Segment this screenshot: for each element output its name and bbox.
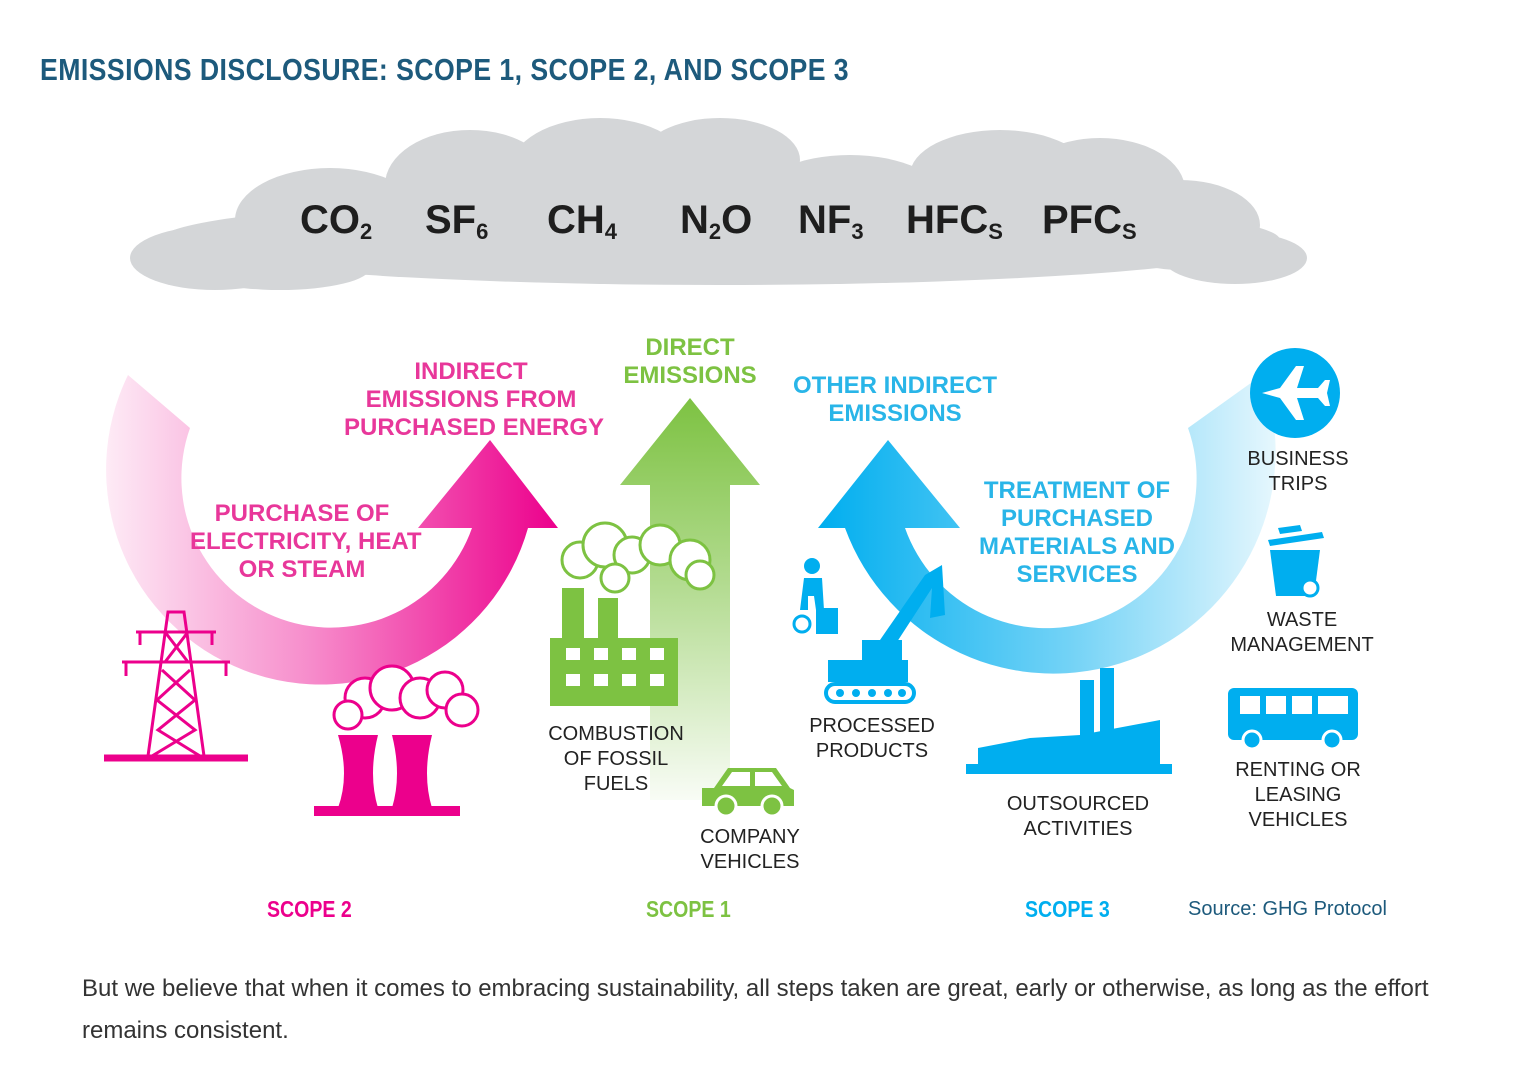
scope2-heading-line: PURCHASED ENERGY <box>344 414 605 441</box>
processed-products-label-line: PRODUCTS <box>815 740 929 762</box>
excavator-icon <box>824 565 945 704</box>
gas-formula: NF3 <box>798 198 864 244</box>
scope3-heading: OTHER INDIRECT EMISSIONS <box>790 372 1000 428</box>
scope2-heading-line: EMISSIONS FROM <box>365 386 577 413</box>
source-citation: Source: GHG Protocol <box>1188 898 1387 920</box>
cooling-tower-icon <box>314 664 480 816</box>
worker-icon <box>792 558 838 634</box>
combustion-label: COMBUSTION OF FOSSIL FUELS <box>540 722 692 797</box>
gas-formula: SF6 <box>425 198 489 244</box>
company-vehicles-label-line: VEHICLES <box>700 851 800 873</box>
renting-vehicles-label-line: RENTING OR <box>1235 759 1361 781</box>
page-title: EMISSIONS DISCLOSURE: SCOPE 1, SCOPE 2, … <box>40 52 850 87</box>
scope3-heading-line: EMISSIONS <box>828 400 962 427</box>
gas-formula: PFCS <box>1042 198 1137 244</box>
transmission-tower-icon <box>104 610 248 762</box>
trash-bin-icon <box>1268 525 1324 598</box>
scope2-heading-line: INDIRECT <box>414 358 528 385</box>
scope3-label: SCOPE 3 <box>1025 896 1110 922</box>
scope2-inner-text: PURCHASE OF ELECTRICITY, HEAT OR STEAM <box>190 500 422 584</box>
company-vehicles-label: COMPANY VEHICLES <box>690 825 810 875</box>
combustion-label-line: COMBUSTION <box>548 723 684 745</box>
company-vehicles-label-line: COMPANY <box>700 826 800 848</box>
gas-formula: CH4 <box>547 198 618 244</box>
bus-icon <box>1228 688 1358 751</box>
processed-products-label-line: PROCESSED <box>809 715 935 737</box>
scope2-inner-line: ELECTRICITY, HEAT <box>190 528 422 555</box>
waste-management-label: WASTE MANAGEMENT <box>1222 608 1382 658</box>
renting-vehicles-label-line: LEASING <box>1254 784 1342 806</box>
scope2-inner-line: OR STEAM <box>238 556 366 583</box>
gas-formula: N2O <box>680 198 753 244</box>
scope3-inner-text: TREATMENT OF PURCHASED MATERIALS AND SER… <box>975 477 1179 589</box>
airplane-icon <box>1250 348 1340 438</box>
scope2-heading: INDIRECT EMISSIONS FROM PURCHASED ENERGY <box>344 358 605 442</box>
business-trips-label-line: BUSINESS <box>1247 448 1349 470</box>
scope2-inner-line: PURCHASE OF <box>214 500 390 527</box>
outsourced-activities-label: OUTSOURCED ACTIVITIES <box>1000 792 1156 842</box>
gas-formula: HFCS <box>906 198 1003 244</box>
scope3-inner-line: MATERIALS AND <box>979 533 1175 560</box>
scope3-inner-line: PURCHASED <box>1000 505 1153 532</box>
waste-management-label-line: WASTE <box>1266 609 1338 631</box>
scope3-heading-line: OTHER INDIRECT <box>793 372 997 399</box>
outsourced-activities-label-line: OUTSOURCED <box>1006 793 1150 815</box>
renting-vehicles-label-line: VEHICLES <box>1248 809 1348 831</box>
body-paragraph: But we believe that when it comes to emb… <box>82 975 1429 1044</box>
business-trips-label-line: TRIPS <box>1268 473 1328 495</box>
scope1-label: SCOPE 1 <box>646 896 731 922</box>
combustion-label-line: FUELS <box>583 773 649 795</box>
scope2-label: SCOPE 2 <box>267 896 352 922</box>
scope2-arrow <box>106 375 558 685</box>
outsourced-activities-label-line: ACTIVITIES <box>1023 818 1133 840</box>
gas-formula: CO2 <box>300 198 373 244</box>
greenhouse-gas-cloud <box>130 118 1307 290</box>
factory-icon <box>550 521 716 706</box>
scope1-heading: DIRECT EMISSIONS <box>622 334 758 390</box>
waste-management-label-line: MANAGEMENT <box>1230 634 1374 656</box>
scope1-heading-line: DIRECT <box>645 334 735 361</box>
combustion-label-line: OF FOSSIL <box>563 748 669 770</box>
scope3-inner-line: SERVICES <box>1016 561 1138 588</box>
car-icon <box>702 768 794 818</box>
processed-products-label: PROCESSED PRODUCTS <box>805 714 939 764</box>
business-trips-label: BUSINESS TRIPS <box>1240 447 1356 497</box>
scope3-inner-line: TREATMENT OF <box>983 477 1171 504</box>
scope1-heading-line: EMISSIONS <box>623 362 757 389</box>
industrial-plant-icon <box>966 668 1172 774</box>
renting-vehicles-label: RENTING OR LEASING VEHICLES <box>1228 758 1368 833</box>
